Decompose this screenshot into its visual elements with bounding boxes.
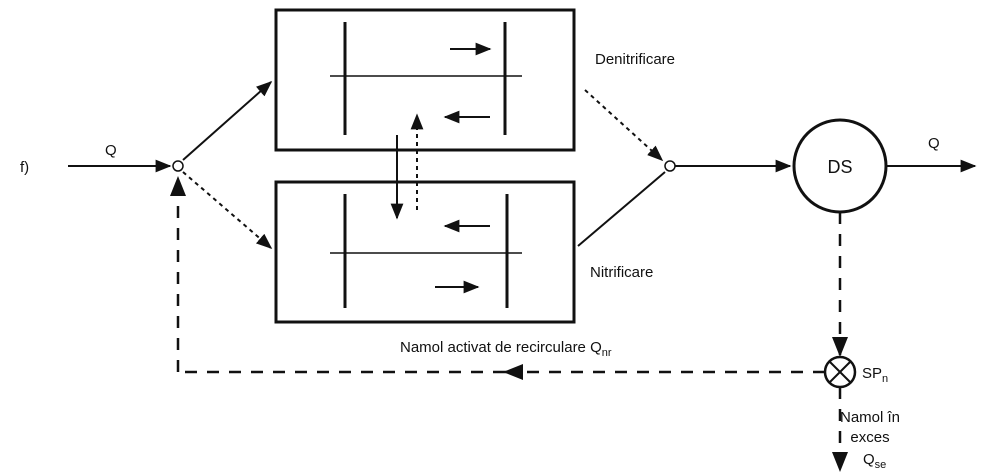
inflow-label: Q <box>105 142 117 159</box>
excess-flow-label: Qse <box>863 451 886 471</box>
denitrification-tank <box>274 8 576 152</box>
denitrification-label: Denitrificare <box>595 51 675 68</box>
nitrification-outflow <box>577 171 666 247</box>
panel-label: f) <box>20 159 29 176</box>
sludge-splitter <box>823 355 857 389</box>
excess-label-line2: exces <box>850 429 889 446</box>
nitrification-label: Nitrificare <box>590 264 653 281</box>
merge-node <box>664 160 676 172</box>
split-node <box>172 160 184 172</box>
branch-to-denitrification <box>182 80 273 161</box>
recirculation-label: Namol activat de recirculare Qnr <box>400 339 612 359</box>
branch-to-nitrification <box>182 171 273 250</box>
nitrification-tank <box>274 180 576 324</box>
splitter-label: SPn <box>862 365 888 385</box>
settler-label: DS <box>827 157 852 177</box>
excess-label-line1: Namol în <box>840 409 900 426</box>
outflow-label: Q <box>928 135 940 152</box>
denitrification-outflow <box>584 89 664 162</box>
